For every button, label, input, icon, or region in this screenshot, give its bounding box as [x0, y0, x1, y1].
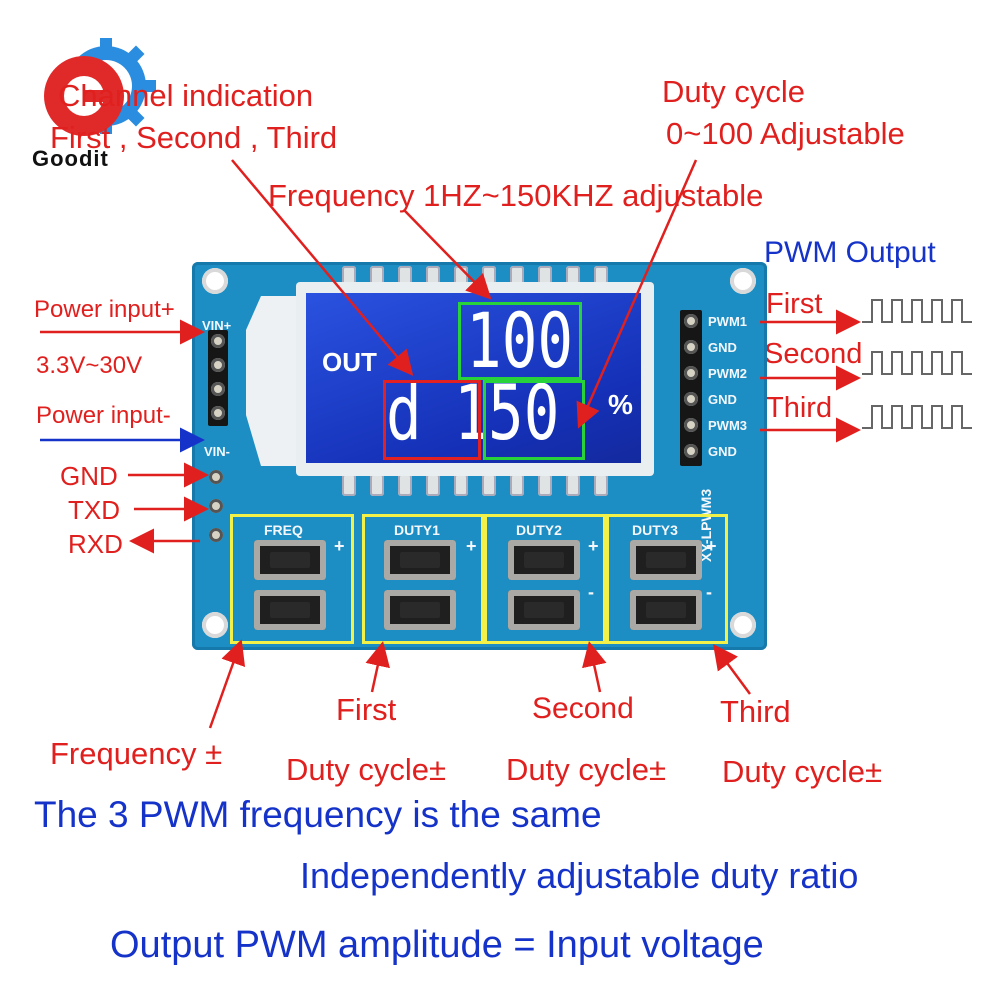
square-wave-icon [862, 405, 972, 429]
freq-plus-button[interactable] [254, 540, 326, 580]
freq-minus-button[interactable] [254, 590, 326, 630]
pin [211, 382, 225, 396]
lcd-out-label: OUT [322, 347, 377, 377]
button-label-duty2: DUTY2 [516, 522, 562, 538]
minus-sign: - [588, 582, 594, 602]
lcd-pin [454, 474, 468, 496]
duty1-button-group [362, 514, 484, 644]
lcd-screen: OUT 100 d 1 50 % [306, 293, 641, 463]
mount-hole [202, 612, 228, 638]
duty-pm-second-label: Duty cycle± [506, 752, 666, 787]
lcd-pin [426, 474, 440, 496]
duty2-button-group [484, 514, 606, 644]
pin [211, 334, 225, 348]
duty-cycle-range: 0~100 Adjustable [666, 116, 905, 151]
channel-items-label: First , Second , Third [50, 120, 338, 155]
duty-pm-first-label: Duty cycle± [286, 752, 446, 787]
lcd-pin [510, 474, 524, 496]
lcd-top-value: 100 [466, 296, 574, 385]
button-label-freq: FREQ [264, 522, 303, 538]
duty3-plus-button[interactable] [630, 540, 702, 580]
plus-sign: + [466, 536, 477, 556]
pin [684, 418, 698, 432]
channel-highlight-box [383, 380, 481, 460]
channel-indication-label: Channel indication [58, 78, 314, 113]
txd-label: TXD [68, 495, 120, 525]
lcd-channel-char: d [386, 368, 422, 457]
note-independent-duty: Independently adjustable duty ratio [300, 855, 859, 896]
output-first-label: First [766, 288, 823, 320]
pin-label-pwm3: PWM3 [708, 418, 747, 433]
pin-label-pwm2: PWM2 [708, 366, 747, 381]
gear-logo-icon [44, 38, 156, 136]
uart-pad-rxd [209, 528, 223, 542]
lcd-pin [398, 474, 412, 496]
vin-plus-label: VIN+ [202, 318, 232, 333]
third-label: Third [720, 694, 791, 729]
pin-label-gnd: GND [708, 392, 737, 407]
brand-logo: Goodit [28, 34, 158, 174]
pin-label-gnd: GND [708, 444, 737, 459]
pin [684, 392, 698, 406]
plus-sign: + [334, 536, 345, 556]
uart-pad-gnd [209, 470, 223, 484]
pin [211, 358, 225, 372]
square-wave-icon [862, 299, 972, 323]
second-label: Second [532, 692, 634, 725]
lcd-pin [342, 474, 356, 496]
duty-cycle-title: Duty cycle [662, 74, 805, 109]
lcd-side-block [246, 296, 296, 466]
power-input-positive-label: Power input+ [34, 296, 175, 323]
lcd-pin [594, 474, 608, 496]
frequency-highlight-box [458, 302, 582, 380]
duty2-minus-button[interactable] [508, 590, 580, 630]
square-wave-icon [862, 351, 972, 375]
lcd-pin [566, 474, 580, 496]
button-label-duty3: DUTY3 [632, 522, 678, 538]
note-same-frequency: The 3 PWM frequency is the same [34, 794, 602, 835]
pin [684, 444, 698, 458]
output-second-label: Second [764, 338, 863, 370]
vin-minus-label: VIN- [204, 444, 230, 459]
mount-hole [730, 612, 756, 638]
lcd-pin [370, 474, 384, 496]
mount-hole [202, 268, 228, 294]
first-label: First [336, 692, 397, 727]
gnd-label: GND [60, 461, 118, 491]
pin-label-gnd: GND [708, 340, 737, 355]
duty3-button-group [606, 514, 728, 644]
frequency-pm-label: Frequency ± [50, 736, 223, 771]
lcd-pin [482, 474, 496, 496]
lcd-pin [538, 474, 552, 496]
voltage-range-label: 3.3V~30V [36, 352, 143, 379]
plus-sign: + [706, 536, 717, 556]
pwm-output-label: PWM Output [764, 236, 936, 269]
plus-sign: + [588, 536, 599, 556]
output-third-label: Third [766, 392, 833, 424]
duty2-plus-button[interactable] [508, 540, 580, 580]
lcd-percent: % [608, 389, 633, 420]
duty3-minus-button[interactable] [630, 590, 702, 630]
pin [684, 314, 698, 328]
mount-hole [730, 268, 756, 294]
pin [684, 366, 698, 380]
vin-header [208, 330, 228, 426]
pin [684, 340, 698, 354]
duty1-minus-button[interactable] [384, 590, 456, 630]
lcd-bottom-value: 50 [488, 368, 560, 457]
uart-pad-txd [209, 499, 223, 513]
pin [211, 406, 225, 420]
rxd-label: RXD [68, 529, 123, 559]
pin-label-pwm1: PWM1 [708, 314, 747, 329]
freq-button-group [230, 514, 354, 644]
power-input-negative-label: Power input- [36, 402, 171, 429]
duty-pm-third-label: Duty cycle± [722, 754, 882, 789]
minus-sign: - [706, 582, 712, 602]
duty1-plus-button[interactable] [384, 540, 456, 580]
button-label-duty1: DUTY1 [394, 522, 440, 538]
note-amplitude: Output PWM amplitude = Input voltage [110, 924, 764, 966]
brand-name: Goodit [32, 146, 109, 171]
